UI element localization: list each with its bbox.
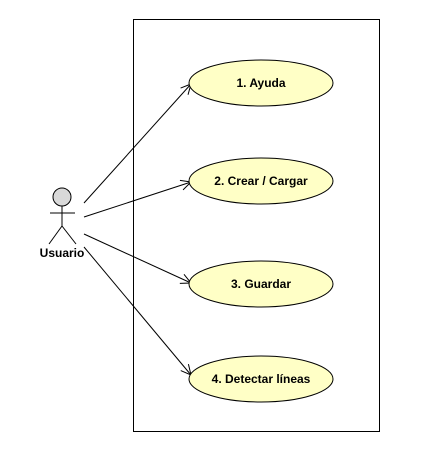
use-case-label: 4. Detectar líneas [212,372,311,386]
actor-head [52,187,72,207]
use-case-ellipse [188,355,334,403]
use-case-guardar[interactable]: 3. Guardar [188,260,334,308]
actor-right-leg [61,225,77,245]
use-case-label: 1. Ayuda [236,76,285,90]
use-case-ayuda[interactable]: 1. Ayuda [188,59,334,107]
actor-usuario[interactable]: Usuario [40,187,85,260]
associations [83,84,191,375]
association-detectar-lineas [83,246,191,375]
use-case-label: 3. Guardar [231,277,291,291]
actor-left-leg [48,225,63,245]
actor-label: Usuario [40,246,85,260]
use-case-detectar-lineas[interactable]: 4. Detectar líneas [188,355,334,403]
use-case-ellipse [188,157,334,205]
use-case-ellipse [188,260,334,308]
association-crear-cargar [83,182,191,218]
use-case-label: 2. Crear / Cargar [214,174,308,188]
association-ayuda [83,84,191,204]
use-case-crear-cargar[interactable]: 2. Crear / Cargar [188,157,334,205]
association-guardar [83,233,191,283]
use-case-ellipse [188,59,334,107]
system-boundary [133,19,380,432]
